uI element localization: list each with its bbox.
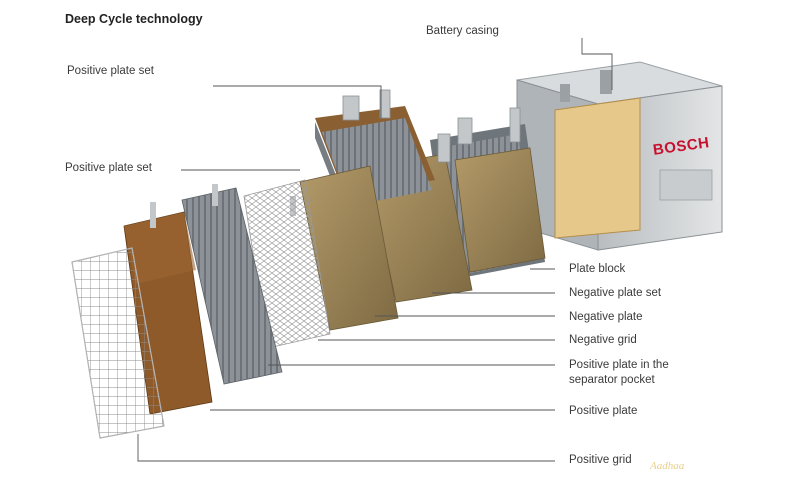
label-positive-plate-set-mid: Positive plate set	[65, 162, 152, 174]
label-positive-plate-set-top: Positive plate set	[67, 65, 154, 77]
watermark: Aadhaa	[650, 460, 685, 472]
label-battery-casing: Battery casing	[426, 25, 499, 37]
label-plate-block: Plate block	[569, 263, 626, 275]
label-positive-plate-separator-line2: separator pocket	[569, 374, 655, 386]
separator-pocket-plate	[181, 184, 283, 385]
label-positive-plate-separator-line1: Positive plate in the	[569, 359, 669, 371]
negative-plate-set	[367, 133, 546, 303]
label-negative-grid: Negative grid	[569, 334, 637, 346]
label-negative-plate: Negative plate	[569, 311, 643, 323]
battery-casing	[516, 61, 723, 251]
leader-lines	[137, 38, 613, 462]
label-positive-grid: Positive grid	[569, 454, 632, 466]
label-negative-plate-set: Negative plate set	[569, 287, 662, 299]
diagram-title: Deep Cycle technology	[65, 12, 203, 26]
positive-grid	[71, 247, 165, 439]
label-positive-plate: Positive plate	[569, 405, 638, 417]
